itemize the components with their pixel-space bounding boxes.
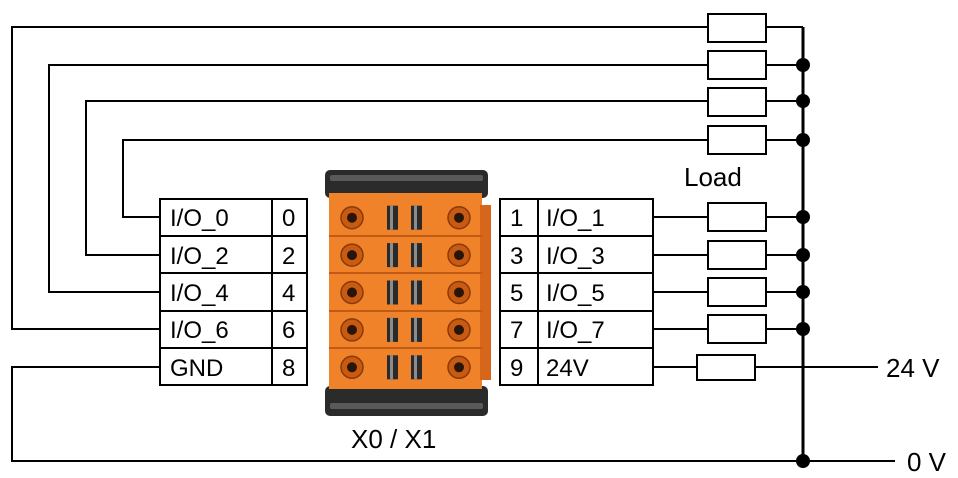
contact-slot-highlight bbox=[414, 205, 417, 230]
loads bbox=[696, 13, 767, 381]
load-resistor bbox=[707, 13, 767, 43]
load-resistor bbox=[707, 277, 767, 307]
load-resistor bbox=[707, 125, 767, 155]
left-pin-number: 0 bbox=[282, 205, 295, 232]
contact-slot-highlight bbox=[414, 243, 417, 268]
contact-slot-highlight bbox=[390, 243, 393, 268]
right-pin-number: 1 bbox=[510, 205, 523, 232]
connector-bottom-cap bbox=[325, 386, 488, 416]
left-signal-label: I/O_6 bbox=[170, 317, 229, 344]
junction-dot bbox=[796, 322, 810, 336]
load-resistor bbox=[707, 202, 767, 232]
junction-dot bbox=[796, 454, 810, 468]
screw-hole bbox=[347, 362, 357, 373]
supply-0v-label: 0 V bbox=[907, 447, 947, 477]
left-signal-column bbox=[159, 198, 273, 386]
screw-hole bbox=[347, 324, 357, 335]
wire-gnd bbox=[11, 366, 895, 462]
left-terminal-table: I/O_0 I/O_2 I/O_4 I/O_6 GND 0 2 4 6 8 bbox=[159, 198, 308, 386]
junction-dot bbox=[796, 133, 810, 147]
screw-hole bbox=[454, 250, 464, 261]
contact-slot-highlight bbox=[390, 280, 393, 305]
left-pin-number: 2 bbox=[282, 243, 295, 270]
right-terminal-table: 1 3 5 7 9 I/O_1 I/O_3 I/O_5 I/O_7 24V bbox=[499, 198, 654, 386]
right-signal-label: 24V bbox=[546, 355, 589, 382]
contact-slot-highlight bbox=[390, 355, 393, 380]
contact-slot-highlight bbox=[414, 280, 417, 305]
right-pin-number: 7 bbox=[510, 317, 523, 344]
connector-block bbox=[325, 170, 491, 416]
screw-hole bbox=[454, 362, 464, 373]
left-pin-column bbox=[271, 198, 308, 386]
screw-hole bbox=[454, 212, 464, 223]
contact-slot-highlight bbox=[390, 317, 393, 342]
screw-hole bbox=[347, 287, 357, 298]
supply-24v-label: 24 V bbox=[886, 353, 940, 383]
connector-label: X0 / X1 bbox=[351, 424, 436, 454]
right-signal-column bbox=[537, 198, 654, 386]
left-signal-label: I/O_0 bbox=[170, 205, 229, 232]
junction-dot bbox=[796, 58, 810, 72]
screw-hole bbox=[454, 287, 464, 298]
junction-dot bbox=[796, 285, 810, 299]
right-pin-number: 9 bbox=[510, 355, 523, 382]
junction-dot bbox=[796, 210, 810, 224]
load-resistor bbox=[707, 240, 767, 270]
right-signal-label: I/O_5 bbox=[546, 280, 605, 307]
load-label: Load bbox=[684, 162, 742, 192]
right-signal-label: I/O_1 bbox=[546, 205, 605, 232]
right-pin-column bbox=[499, 198, 539, 386]
left-pin-number: 8 bbox=[282, 355, 295, 382]
left-signal-label: I/O_4 bbox=[170, 280, 229, 307]
screw-hole bbox=[454, 324, 464, 335]
contact-slot-highlight bbox=[390, 205, 393, 230]
left-pin-number: 6 bbox=[282, 317, 295, 344]
right-pin-number: 3 bbox=[510, 243, 523, 270]
junctions bbox=[796, 58, 810, 468]
screw-hole bbox=[347, 250, 357, 261]
fuse bbox=[696, 354, 756, 381]
wire-io4 bbox=[48, 64, 708, 293]
contact-slot-highlight bbox=[414, 355, 417, 380]
junction-dot bbox=[796, 248, 810, 262]
junction-dot bbox=[796, 94, 810, 108]
left-pin-number: 4 bbox=[282, 280, 295, 307]
right-signal-label: I/O_3 bbox=[546, 243, 605, 270]
wire-io0 bbox=[122, 139, 708, 218]
screw-hole bbox=[347, 212, 357, 223]
load-resistor bbox=[707, 87, 767, 117]
load-resistor bbox=[707, 50, 767, 80]
right-pin-number: 5 bbox=[510, 280, 523, 307]
left-signal-label: GND bbox=[170, 355, 223, 382]
load-resistor bbox=[707, 314, 767, 344]
contact-slot-highlight bbox=[414, 317, 417, 342]
left-signal-label: I/O_2 bbox=[170, 243, 229, 270]
wire-io6 bbox=[11, 26, 708, 330]
wire-io2 bbox=[85, 100, 708, 256]
connector-rows bbox=[340, 205, 471, 380]
right-signal-label: I/O_7 bbox=[546, 317, 605, 344]
